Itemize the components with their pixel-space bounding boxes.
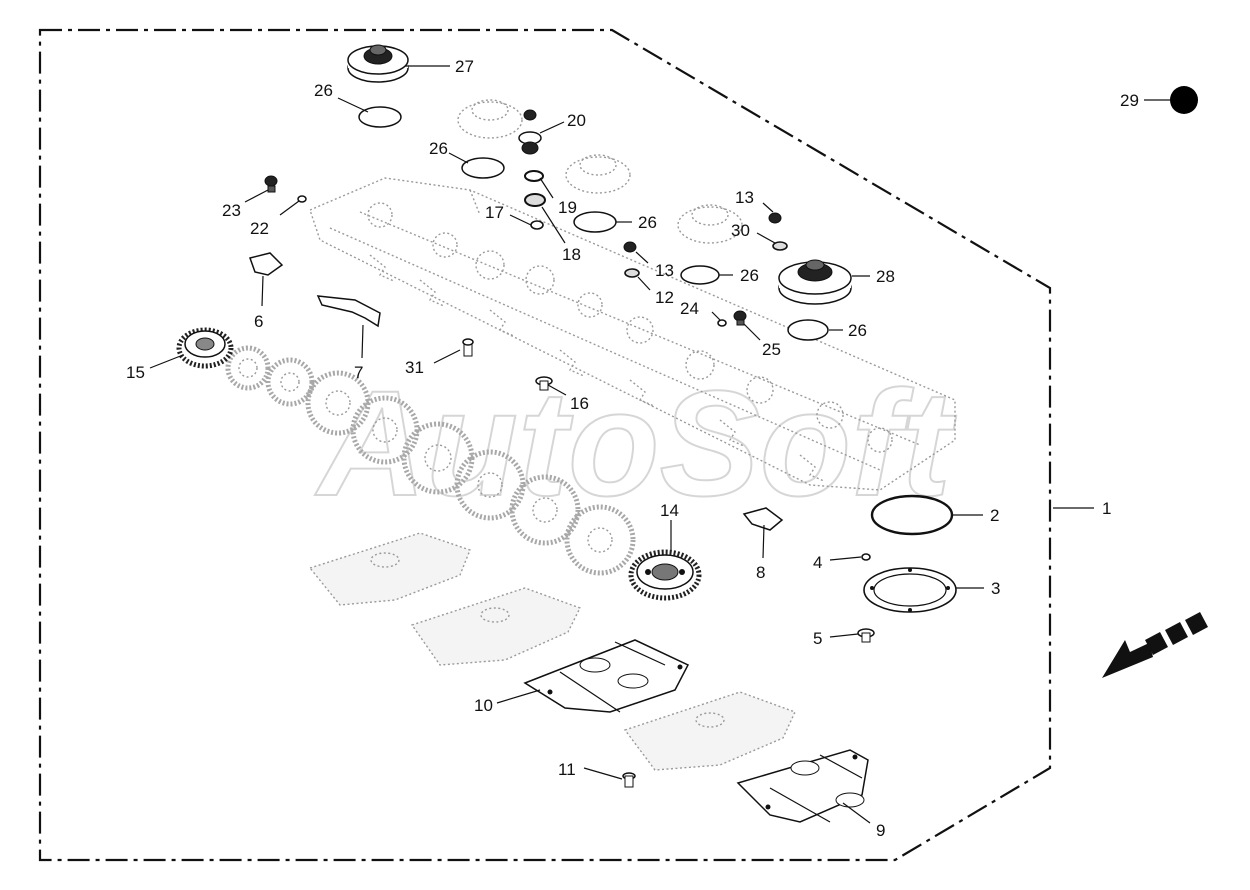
nut-13a xyxy=(623,241,637,253)
skid-plate-10 xyxy=(523,639,690,713)
callout-22: 22 xyxy=(250,219,269,238)
bolt-23 xyxy=(264,175,278,193)
callout-28: 28 xyxy=(876,267,895,286)
ring-24 xyxy=(717,319,727,327)
bolt-11 xyxy=(622,772,636,788)
callout-13-lower: 13 xyxy=(655,261,674,280)
assembly-boundary xyxy=(38,28,1052,862)
skid-plate-9 xyxy=(736,749,869,823)
callout-8: 8 xyxy=(756,563,765,582)
gear-14 xyxy=(628,549,702,601)
drive-heads-ghost xyxy=(457,99,743,244)
skid-plates-ghost xyxy=(308,532,796,771)
ring-17 xyxy=(530,220,544,230)
callout-16: 16 xyxy=(570,394,589,413)
ring-19 xyxy=(524,170,544,182)
callout-26-c: 26 xyxy=(638,213,657,232)
callout-9: 9 xyxy=(876,821,885,840)
callout-4: 4 xyxy=(813,553,822,572)
pin-31 xyxy=(462,338,474,357)
washer-12 xyxy=(624,268,640,278)
callout-6: 6 xyxy=(254,312,263,331)
o-ring-26e xyxy=(787,319,829,341)
cover-3 xyxy=(863,567,957,613)
callout-26-a: 26 xyxy=(314,81,333,100)
o-ring-26a xyxy=(358,106,402,128)
knife-holder-6 xyxy=(249,252,284,276)
callout-20: 20 xyxy=(567,111,586,130)
drive-head-28 xyxy=(778,259,852,305)
callout-2: 2 xyxy=(990,506,999,525)
knife-holder-8 xyxy=(742,507,784,531)
callout-18: 18 xyxy=(562,245,581,264)
direction-arrow xyxy=(1102,612,1208,678)
callout-24: 24 xyxy=(680,299,699,318)
drive-head-27 xyxy=(347,44,409,83)
callout-3: 3 xyxy=(991,579,1000,598)
o-ring-26c xyxy=(573,211,617,233)
callout-17: 17 xyxy=(485,203,504,222)
callout-12: 12 xyxy=(655,288,674,307)
leader-lines xyxy=(149,65,1170,824)
callout-7: 7 xyxy=(354,363,363,382)
kit-indicator-dot xyxy=(1170,86,1198,114)
ring-4 xyxy=(861,553,871,561)
callout-31: 31 xyxy=(405,358,424,377)
callout-19: 19 xyxy=(558,198,577,217)
callout-14: 14 xyxy=(660,501,679,520)
ring-22 xyxy=(297,195,307,203)
callout-30: 30 xyxy=(731,221,750,240)
callout-13-upper: 13 xyxy=(735,188,754,207)
callout-1: 1 xyxy=(1102,499,1111,518)
callout-11: 11 xyxy=(558,760,576,779)
callout-10: 10 xyxy=(474,696,493,715)
nut-20 xyxy=(518,109,542,155)
callout-labels: 1 2 3 4 5 6 7 8 9 10 11 12 13 13 14 15 1… xyxy=(126,57,1139,840)
callout-23: 23 xyxy=(222,201,241,220)
callout-26-e: 26 xyxy=(848,321,867,340)
idler-gears-ghost xyxy=(225,345,636,576)
cutter-bar-ghost xyxy=(309,177,956,491)
callout-15: 15 xyxy=(126,363,145,382)
washer-30 xyxy=(772,241,788,251)
watermark: AutoSoft xyxy=(314,359,957,527)
callout-29: 29 xyxy=(1120,91,1139,110)
callout-27: 27 xyxy=(455,57,474,76)
bolt-25 xyxy=(733,310,747,326)
callout-5: 5 xyxy=(813,629,822,648)
nut-13b xyxy=(768,212,782,224)
bracket-7 xyxy=(316,295,381,328)
o-ring-26d xyxy=(680,265,720,285)
bolt-16 xyxy=(535,376,553,391)
callout-26-b: 26 xyxy=(429,139,448,158)
callout-26-d: 26 xyxy=(740,266,759,285)
gear-15 xyxy=(176,327,234,369)
o-ring-26b xyxy=(461,157,505,179)
bolt-5 xyxy=(857,628,875,643)
callout-25: 25 xyxy=(762,340,781,359)
washer-18 xyxy=(524,193,546,207)
